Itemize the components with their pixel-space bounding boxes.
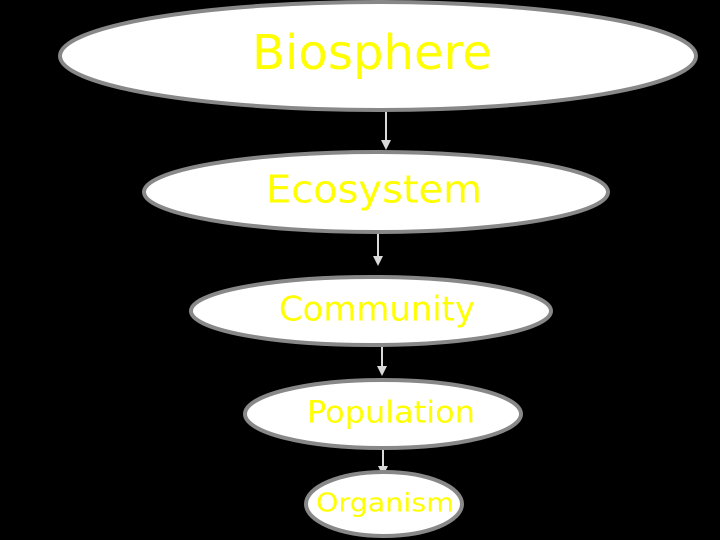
node-organism-label: Organism [316,489,454,519]
node-population-ellipse [243,378,523,450]
node-ecosystem-label: Ecosystem [266,168,482,212]
node-organism-ellipse [304,470,464,538]
node-ecosystem: Ecosystem [142,150,610,234]
node-population: Population [243,378,523,450]
node-biosphere: Biosphere [58,0,698,112]
node-community: Community [189,275,553,347]
node-community-label: Community [279,290,475,330]
node-ecosystem-ellipse [142,150,610,234]
node-organism: Organism [304,470,464,538]
node-community-ellipse [189,275,553,347]
node-biosphere-label: Biosphere [252,25,492,81]
node-biosphere-ellipse [58,0,698,112]
node-population-label: Population [307,396,475,431]
